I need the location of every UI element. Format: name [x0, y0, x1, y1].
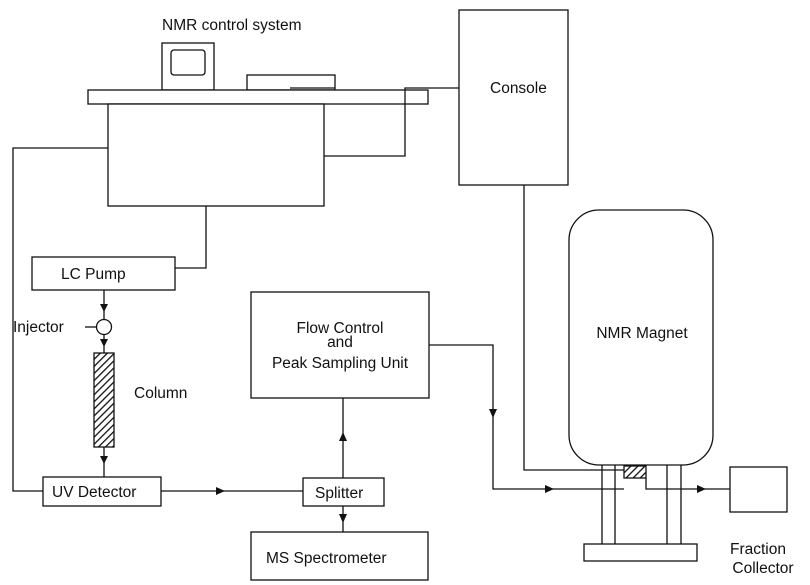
uv-detector: UV Detector — [42, 476, 162, 507]
injector: Injector — [13, 318, 113, 336]
arrow-down — [100, 456, 108, 464]
fraction-collector-label-line2: Collector — [732, 560, 793, 577]
arrow-down — [100, 339, 108, 347]
fraction-collector-label-line1: Fraction — [730, 541, 786, 558]
flow-control-label-line1: Flow Control — [297, 320, 384, 337]
flow-control-label-line3: Peak Sampling Unit — [272, 355, 409, 372]
arrow-down — [489, 409, 497, 418]
splitter-label: Splitter — [315, 485, 363, 502]
monitor-screen — [170, 49, 206, 76]
console-label: Console — [490, 80, 547, 97]
flow-arrows — [100, 304, 706, 523]
lc-pump-label: LC Pump — [61, 266, 126, 283]
console-to-probe-line — [523, 185, 624, 471]
probe-to-collector-line — [645, 478, 730, 490]
lc-pump: LC Pump — [31, 256, 176, 291]
nmr-flow-probe — [623, 465, 647, 479]
column-label: Column — [134, 385, 187, 402]
splitter: Splitter — [302, 477, 385, 507]
arrow-up — [339, 432, 347, 441]
column: Column — [93, 352, 187, 448]
arrow-right — [545, 485, 554, 493]
ms-spectrometer-label: MS Spectrometer — [266, 550, 387, 567]
control-to-console-line — [324, 87, 459, 157]
control-to-pump-line — [175, 206, 207, 269]
column-packing — [93, 352, 115, 448]
nmr-magnet-label: NMR Magnet — [596, 325, 688, 342]
injector-label: Injector — [13, 319, 64, 336]
console: Console — [458, 9, 569, 186]
uv-detector-label: UV Detector — [52, 484, 136, 501]
workstation-cabinet — [107, 103, 325, 207]
nmr-magnet: NMR Magnet — [568, 209, 714, 562]
flow-control-unit: Flow Control and Peak Sampling Unit — [250, 291, 430, 399]
fraction-collector-box — [729, 466, 788, 513]
arrow-down — [100, 304, 108, 312]
ms-spectrometer-box — [250, 531, 429, 581]
ms-spectrometer: MS Spectrometer — [250, 531, 429, 581]
arrow-right — [697, 485, 706, 493]
arrow-right — [216, 487, 225, 495]
fraction-collector: Fraction Collector — [729, 466, 794, 577]
flow-control-label-line2: and — [327, 334, 353, 351]
nmr-control-system: NMR control system — [87, 17, 429, 207]
injector-valve — [95, 318, 113, 336]
connections — [12, 87, 730, 532]
workstation-desk-top — [87, 89, 429, 105]
flow-control-box — [250, 291, 430, 399]
nmr-control-system-label: NMR control system — [162, 17, 302, 34]
control-to-uv-line — [12, 147, 108, 492]
arrow-down — [339, 514, 347, 523]
console-box — [458, 9, 569, 186]
nmr-magnet-body — [568, 209, 714, 466]
magnet-base — [583, 543, 698, 562]
uv-detector-box — [42, 476, 162, 507]
